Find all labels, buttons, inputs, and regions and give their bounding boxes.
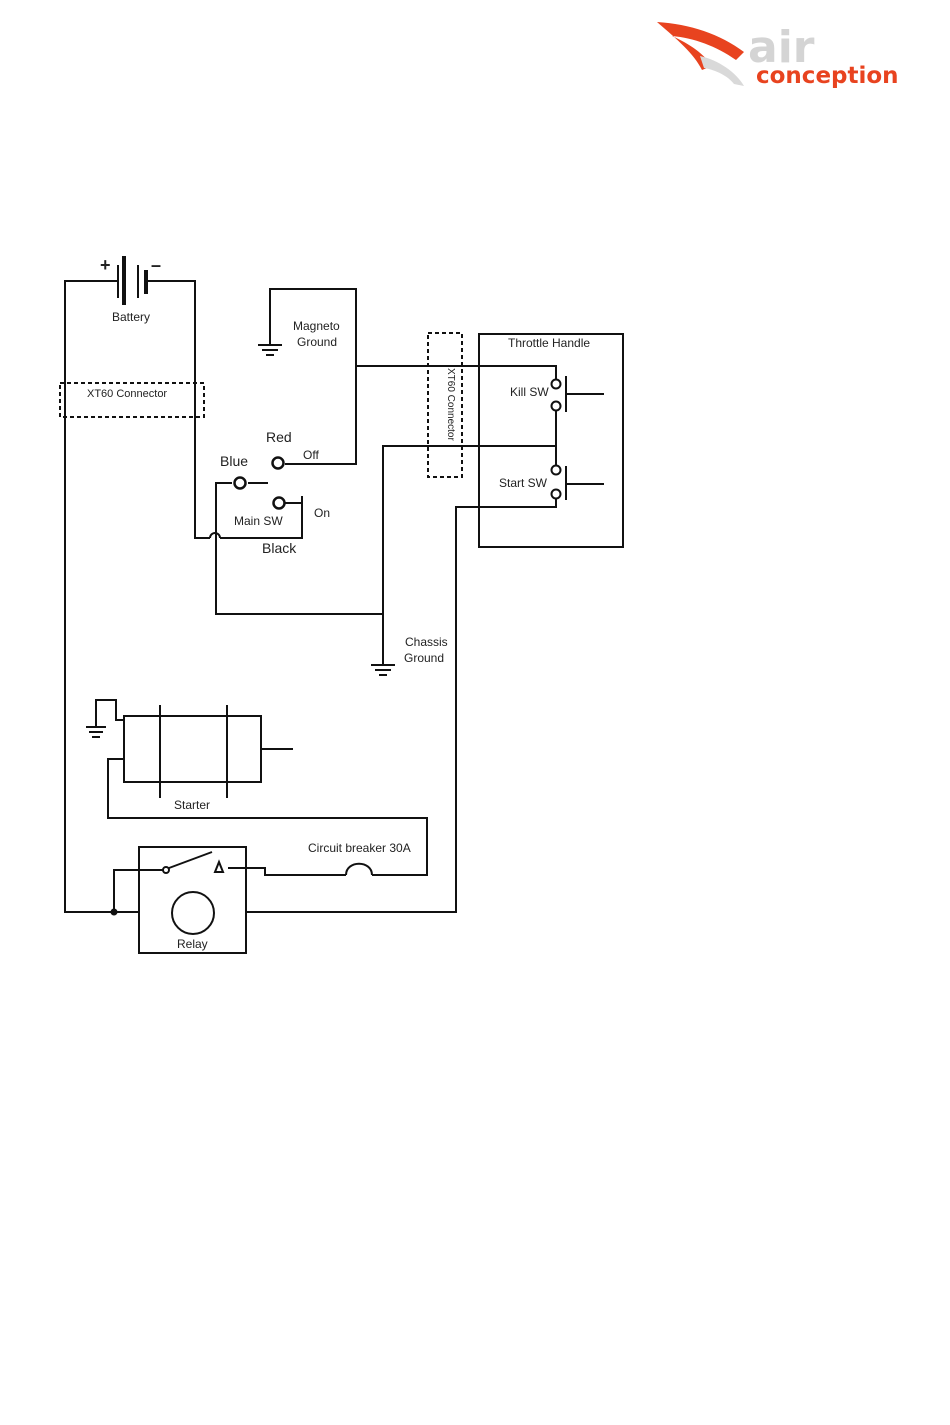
battery-plus: + — [100, 255, 111, 275]
junction-dot — [112, 910, 117, 915]
starter-motor — [124, 705, 293, 798]
terminal-red — [273, 458, 284, 469]
battery-label: Battery — [112, 310, 150, 324]
terminal-on — [274, 498, 285, 509]
xt60-connector-vertical-label: XT60 Connector — [445, 368, 456, 441]
battery-minus: – — [151, 255, 161, 275]
magneto-ground-line1: Magneto — [293, 319, 340, 333]
chassis-ground-line2: Ground — [404, 651, 444, 665]
logo-swoosh-icon — [700, 56, 744, 86]
circuit-breaker-label: Circuit breaker 30A — [308, 841, 411, 855]
off-label: Off — [303, 448, 319, 462]
kill-sw-label: Kill SW — [510, 385, 549, 399]
wire-starter-feed — [108, 759, 427, 875]
battery — [118, 256, 146, 305]
terminal-blue — [235, 478, 246, 489]
kill-switch — [552, 376, 605, 412]
chassis-ground-line1: Chassis — [405, 635, 448, 649]
circuit-breaker-arc — [346, 864, 372, 875]
relay-label: Relay — [177, 937, 208, 951]
red-label: Red — [266, 429, 292, 445]
main-sw-label: Main SW — [234, 514, 283, 528]
start-switch — [552, 466, 605, 501]
magneto-ground-symbol — [258, 345, 282, 355]
throttle-handle-label: Throttle Handle — [508, 336, 590, 350]
wires — [65, 281, 556, 915]
air-conception-logo: air conception — [657, 22, 899, 89]
starter-ground-symbol — [86, 700, 124, 737]
blue-label: Blue — [220, 453, 248, 469]
starter-label: Starter — [174, 798, 210, 812]
wire-battery-negative — [146, 281, 210, 538]
chassis-ground-symbol — [371, 665, 395, 675]
relay-coil — [172, 892, 214, 934]
relay-contact — [163, 852, 223, 873]
on-label: On — [314, 506, 330, 520]
xt60-connector-top-label: XT60 Connector — [87, 388, 167, 400]
black-label: Black — [262, 540, 297, 556]
magneto-ground-line2: Ground — [297, 335, 337, 349]
logo-word-conception: conception — [756, 63, 899, 89]
start-sw-label: Start SW — [499, 476, 548, 490]
logo-wing-icon — [657, 22, 744, 70]
